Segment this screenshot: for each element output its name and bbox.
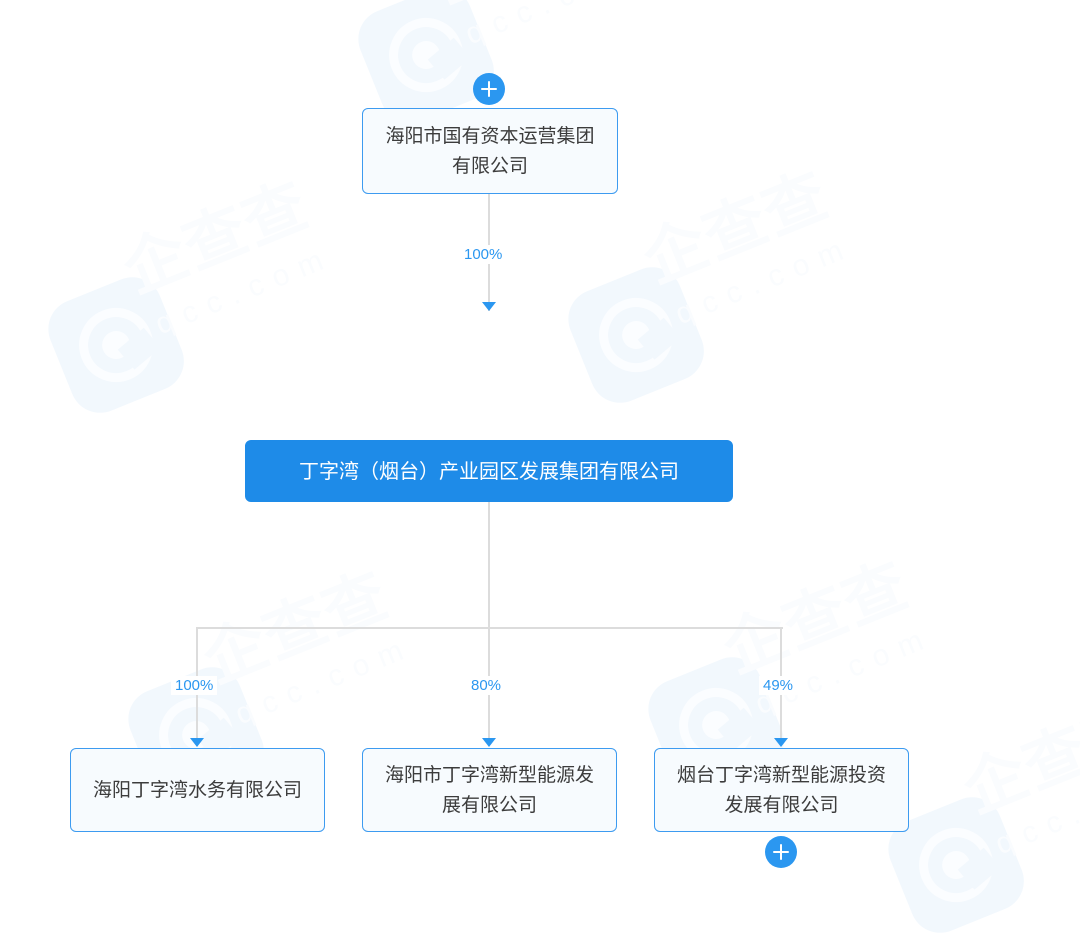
qcc-logo-icon <box>559 258 713 412</box>
plus-icon <box>488 81 490 97</box>
watermark-brand-cn: 企查查 <box>633 157 839 298</box>
edge-branch-bar <box>197 627 783 629</box>
qcc-ring-icon <box>587 286 685 384</box>
expand-parent-button[interactable] <box>473 73 505 105</box>
qcc-ring-gap <box>957 847 1001 890</box>
watermark-brand-en: qcc.com <box>230 629 419 732</box>
watermark-brand-cn: 企查查 <box>113 167 319 308</box>
node-parent-company[interactable]: 海阳市国有资本运营集团有限公司 <box>362 108 618 194</box>
node-focus-company[interactable]: 丁字湾（烟台）产业园区发展集团有限公司 <box>245 440 733 502</box>
watermark-brand-en: qcc.com <box>750 619 939 722</box>
qcc-ring-gap <box>427 37 471 80</box>
node-child-company-2-label: 海阳市丁字湾新型能源发展有限公司 <box>384 764 594 816</box>
edge-child-1-arrow <box>190 738 204 747</box>
qcc-ring-icon <box>907 816 1005 914</box>
watermark-brand-cn: 企查查 <box>953 687 1080 828</box>
percent-label-child-1: 100% <box>171 676 218 695</box>
node-focus-company-label: 丁字湾（烟台）产业园区发展集团有限公司 <box>299 459 679 483</box>
edge-parent-to-focus-arrow <box>482 302 496 311</box>
node-child-company-3-label: 烟台丁字湾新型能源投资发展有限公司 <box>676 764 886 816</box>
node-parent-company-label: 海阳市国有资本运营集团有限公司 <box>385 125 595 177</box>
node-child-company-2[interactable]: 海阳市丁字湾新型能源发展有限公司 <box>362 748 617 832</box>
percent-label-child-3: 49% <box>759 676 798 695</box>
node-child-company-3[interactable]: 烟台丁字湾新型能源投资发展有限公司 <box>654 748 909 832</box>
watermark-brand-en: qcc.com <box>670 229 859 332</box>
percent-label-child-2: 80% <box>467 676 506 695</box>
watermark-brand-en: qcc.com <box>150 239 339 342</box>
percent-label-parent: 100% <box>460 245 507 264</box>
qcc-ring-gap <box>637 317 681 360</box>
qcc-ring-gap <box>117 327 161 370</box>
node-child-company-1-label: 海阳丁字湾水务有限公司 <box>92 779 302 801</box>
expand-child-3-button[interactable] <box>765 836 797 868</box>
watermark-brand-cn: 企查查 <box>193 557 399 698</box>
watermark-brand-cn: 企查查 <box>713 547 919 688</box>
watermark-brand-cn: 企查查 <box>423 0 628 17</box>
plus-icon <box>780 844 782 860</box>
qcc-ring-gap <box>717 707 761 750</box>
edge-child-3-arrow <box>774 738 788 747</box>
qcc-ring-icon <box>67 296 165 394</box>
watermark-tile: 企查查 qcc.com <box>12 131 369 438</box>
edge-focus-trunk <box>488 502 490 628</box>
watermark-brand-en: qcc.com <box>990 759 1080 862</box>
node-child-company-1[interactable]: 海阳丁字湾水务有限公司 <box>70 748 325 832</box>
qcc-ring-icon <box>377 6 475 104</box>
edge-child-2-arrow <box>482 738 496 747</box>
watermark-brand-en: qcc.com <box>460 0 649 52</box>
qcc-logo-icon <box>39 268 193 422</box>
